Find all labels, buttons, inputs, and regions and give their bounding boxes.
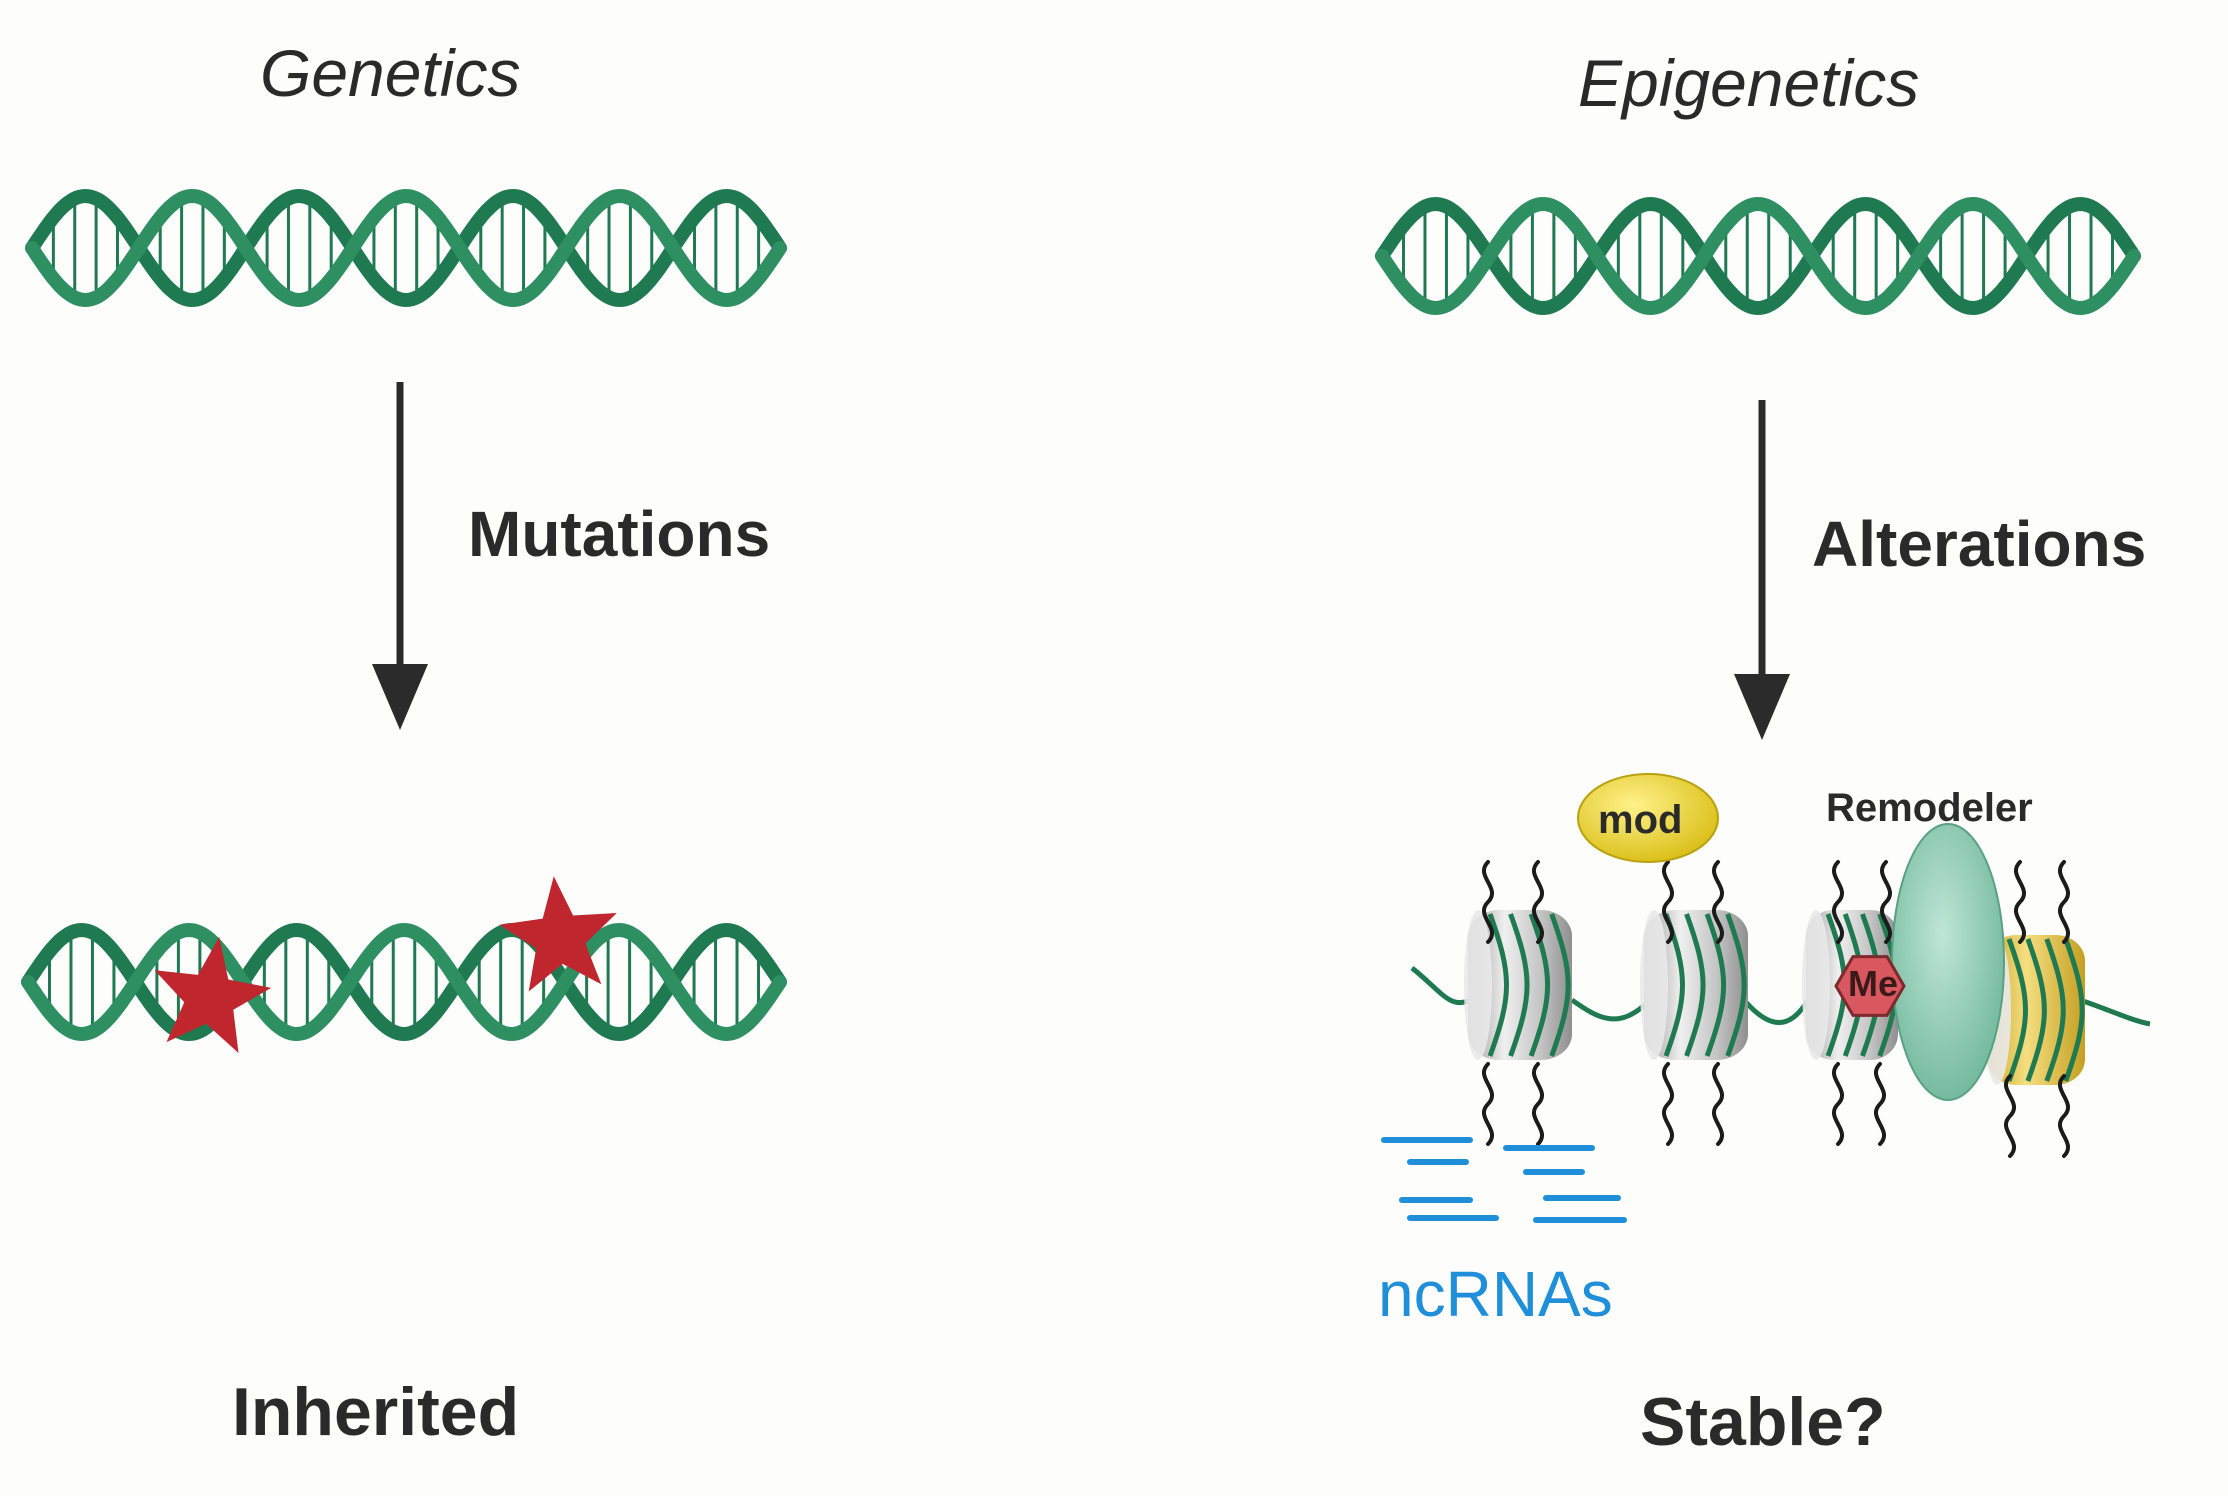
dna-helix-mutated (21, 922, 787, 1042)
genetics-title: Genetics (260, 36, 521, 110)
ncrnas-label: ncRNAs (1378, 1258, 1613, 1330)
wrapped-dna (1528, 913, 1551, 1057)
methyl-label: Me (1848, 963, 1899, 1004)
histone-face (1640, 910, 1668, 1060)
histone-face (1802, 910, 1830, 1060)
alterations-arrow (1734, 400, 1790, 740)
alterations-label: Alterations (1812, 508, 2147, 580)
inherited-label: Inherited (232, 1374, 520, 1450)
histone-core (1987, 935, 2085, 1085)
histone-tail (1873, 1062, 1887, 1146)
dna-strand (1375, 196, 2141, 316)
histone-tail (1711, 860, 1725, 944)
nucleosome (1464, 910, 1572, 1060)
mod-ellipse (1577, 773, 1719, 863)
nucleosome (1640, 910, 1748, 1060)
wrapped-dna (2006, 938, 2028, 1082)
wrapped-dna (1487, 913, 1509, 1057)
histone-tail (2057, 1074, 2071, 1158)
dna-strand (21, 922, 787, 1042)
histone-tail (2013, 860, 2027, 944)
mutation-star (154, 936, 272, 1053)
wrapped-dna (1725, 913, 1747, 1057)
wrapped-dna (2063, 938, 2085, 1082)
mod-label: mod (1598, 798, 1683, 842)
dna-strand (21, 922, 787, 1042)
dna-strand (25, 188, 787, 308)
stable-label: Stable? (1640, 1384, 1886, 1460)
histone-tail (1879, 860, 1893, 944)
remodeler-label: Remodeler (1826, 786, 2033, 830)
wrapped-dna (1549, 913, 1571, 1057)
mutation-star (499, 876, 617, 992)
mutations-label: Mutations (468, 498, 771, 570)
histone-tail (1531, 1062, 1545, 1146)
histone-tail (1661, 860, 1675, 944)
histone-tail (1531, 860, 1545, 944)
dna-strand (1375, 196, 2141, 316)
histone-tail (2003, 1074, 2017, 1158)
wrapped-dna (2025, 938, 2047, 1082)
histone-tail (1661, 1062, 1675, 1146)
dna-helix-genetics (25, 188, 787, 308)
histone-core (1644, 910, 1748, 1060)
histone-face (1464, 910, 1492, 1060)
histone-tail (1481, 860, 1495, 944)
histone-tail (1711, 1062, 1725, 1146)
wrapped-dna (1684, 913, 1706, 1057)
mutations-arrow (372, 382, 428, 730)
histone-tail (2057, 860, 2071, 944)
remodeler-complex (1891, 823, 2005, 1101)
epigenetics-title: Epigenetics (1578, 46, 1920, 120)
wrapped-dna (1508, 913, 1530, 1057)
dna-helix-epigenetics (1375, 196, 2141, 316)
wrapped-dna (2044, 938, 2066, 1082)
histone-core (1468, 910, 1572, 1060)
arrow-head (1734, 674, 1790, 740)
methyl-hexagon (1834, 955, 1906, 1017)
histone-tail (1831, 860, 1845, 944)
arrow-head (372, 664, 428, 730)
histone-tail (1831, 1062, 1845, 1146)
wrapped-dna (1704, 913, 1727, 1057)
linker-dna (1410, 966, 2151, 1027)
dna-strand (25, 188, 787, 308)
histone-tail (1481, 1062, 1495, 1146)
